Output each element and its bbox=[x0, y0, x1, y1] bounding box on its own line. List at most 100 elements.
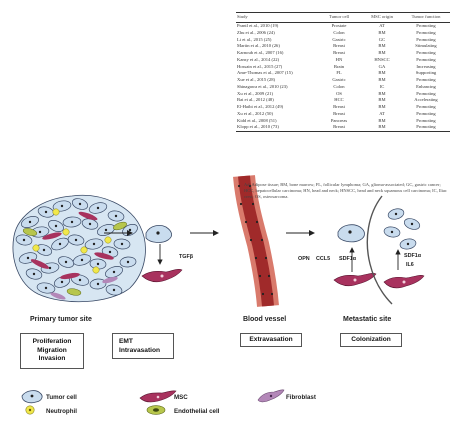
table-header-row: Study Tumor cell MSC origin Tumor functi… bbox=[236, 12, 450, 23]
cell-tumor-function: Promoting bbox=[416, 56, 436, 62]
cell-tumor-function: Promoting bbox=[416, 117, 436, 123]
table-row: Kidd et al., 2008 (51) Pancreas BM Promotin… bbox=[236, 118, 450, 125]
legend-label-msc: MSC bbox=[174, 394, 188, 401]
cell-msc-origin: GA bbox=[378, 63, 386, 69]
factor-sdf1a-metastatic: SDF1α bbox=[404, 253, 422, 259]
msc-cell bbox=[42, 232, 62, 240]
endothelial-nucleus bbox=[248, 184, 252, 188]
table-row: Xu et al., 2009 (21) OS BM Promoting bbox=[236, 91, 450, 98]
cell-study: Xu et al., 2009 (21) bbox=[237, 90, 273, 96]
cell-study: Kansy et al., 2014 (22) bbox=[237, 56, 280, 62]
header-tumor-function: Tumor function bbox=[402, 12, 450, 23]
cell-study: Martin et al., 2010 (26) bbox=[237, 43, 280, 49]
cell-msc-origin: BM bbox=[378, 77, 386, 82]
cell-study: Karnoub et al., 2007 (16) bbox=[237, 50, 284, 55]
legend-icons bbox=[21, 389, 285, 415]
endothelial-nucleus bbox=[251, 202, 255, 206]
table-row: Bai et al., 2012 (48) HCC BM Accelerating bbox=[236, 97, 450, 104]
table-row: Prantl et al., 2010 (19) Prostate AT Promot… bbox=[236, 23, 450, 30]
cell-study: Shinagawa et al., 2010 (23) bbox=[237, 83, 288, 89]
cell-msc-origin: HNSCC bbox=[374, 56, 390, 62]
endothelial-cell bbox=[22, 228, 38, 236]
msc-cell bbox=[94, 252, 114, 260]
primary-tumor-site-label: Primary tumor site bbox=[30, 316, 92, 323]
endothelial-nucleus bbox=[244, 220, 248, 224]
cell-msc-origin: IC bbox=[379, 83, 385, 89]
stage-box-emt: EMT Intravasation bbox=[112, 333, 174, 359]
cell-tumor-cell: Pancreas bbox=[330, 117, 348, 123]
tumor-cell-legend-icon bbox=[21, 390, 43, 404]
blood-vessel-label: Blood vessel bbox=[243, 316, 287, 323]
cell-study: Prantl et al., 2010 (19) bbox=[237, 23, 279, 28]
cell-study: Kidd et al., 2008 (51) bbox=[237, 117, 277, 123]
msc-cell bbox=[30, 259, 50, 269]
factor-tgfb: TGFβ bbox=[179, 254, 194, 260]
endothelial-cell-legend-icon bbox=[146, 405, 166, 415]
emt-transition bbox=[141, 225, 183, 283]
abbreviation-footnote: Ad, Adipose tissue; BM, bone marrow; FL,… bbox=[244, 182, 447, 199]
primary-tumor-cluster bbox=[12, 194, 146, 303]
cell-tumor-function: Promoting bbox=[416, 77, 436, 82]
cell-tumor-cell: Breast bbox=[333, 104, 345, 109]
endothelial-nucleus bbox=[270, 292, 274, 296]
metastatic-site bbox=[366, 195, 425, 305]
cell-tumor-cell: Colon bbox=[333, 29, 345, 35]
cell-msc-origin: BM bbox=[378, 29, 386, 35]
factor-sdf1a: SDF1α bbox=[339, 256, 357, 262]
emt-tumor-cell bbox=[145, 225, 172, 243]
cell-study: Bai et al., 2012 (48) bbox=[237, 97, 274, 103]
cell-msc-origin: BM bbox=[378, 50, 386, 55]
fibroblast-cell bbox=[50, 292, 66, 300]
cell-tumor-function: Promoting bbox=[416, 90, 436, 96]
neutrophil-cell bbox=[80, 246, 88, 254]
legend-label-fibroblast: Fibroblast bbox=[286, 394, 316, 401]
cell-study: Zhu et al., 2006 (24) bbox=[237, 29, 275, 35]
cell-tumor-cell: Breast bbox=[333, 43, 345, 49]
cell-tumor-cell: Breast bbox=[333, 110, 345, 116]
cell-msc-origin: BM bbox=[378, 117, 386, 123]
endothelial-nucleus bbox=[255, 220, 259, 224]
stage-line: Proliferation bbox=[32, 338, 72, 345]
cell-msc-origin: AT bbox=[379, 23, 385, 28]
cell-msc-origin: BM bbox=[378, 90, 386, 96]
cell-tumor-function: Accelerating bbox=[414, 97, 438, 103]
cell-tumor-cell: OS bbox=[336, 90, 342, 96]
header-tumor-cell: Tumor cell bbox=[316, 12, 362, 23]
cell-msc-origin: BM bbox=[378, 104, 386, 109]
cell-msc-origin: BM bbox=[378, 97, 386, 103]
endothelial-nucleus bbox=[239, 202, 243, 206]
cell-tumor-function: Stimulating bbox=[415, 43, 437, 49]
extravasation-cells bbox=[333, 224, 377, 287]
endothelial-nucleus bbox=[254, 256, 258, 260]
cell-tumor-cell: Prostate bbox=[331, 23, 347, 28]
stage-box-proliferation: Proliferation Migration Invasion bbox=[20, 333, 84, 369]
stage-box-colonization: Colonization bbox=[340, 333, 402, 347]
cell-study: Hossain et al., 2015 (27) bbox=[237, 63, 283, 69]
fibroblast-cell bbox=[102, 276, 118, 284]
neutrophil-cell bbox=[104, 236, 112, 244]
cell-tumor-function: Promoting bbox=[416, 50, 436, 55]
endothelial-nucleus bbox=[261, 292, 265, 296]
cell-tumor-cell: HN bbox=[335, 56, 343, 62]
cell-tumor-cell: FL bbox=[336, 70, 342, 76]
msc-legend-icon bbox=[139, 390, 177, 403]
cell-tumor-cell: Brain bbox=[333, 63, 345, 69]
endothelial-nucleus bbox=[267, 274, 271, 278]
cell-tumor-function: Promoting bbox=[416, 36, 436, 42]
endothelial-nucleus bbox=[249, 238, 253, 242]
cell-tumor-cell: HCC bbox=[334, 97, 344, 103]
neutrophil-cell bbox=[52, 208, 60, 216]
cell-tumor-function: Increasing bbox=[416, 63, 436, 69]
stage-line: Intravasation bbox=[119, 346, 161, 354]
cell-tumor-function: Promoting bbox=[416, 23, 436, 28]
factor-opn: OPN bbox=[298, 256, 310, 262]
cell-study: Klopp et al., 2010 (73) bbox=[236, 124, 316, 133]
msc-cell bbox=[60, 272, 80, 280]
stage-line: EMT bbox=[119, 338, 133, 345]
